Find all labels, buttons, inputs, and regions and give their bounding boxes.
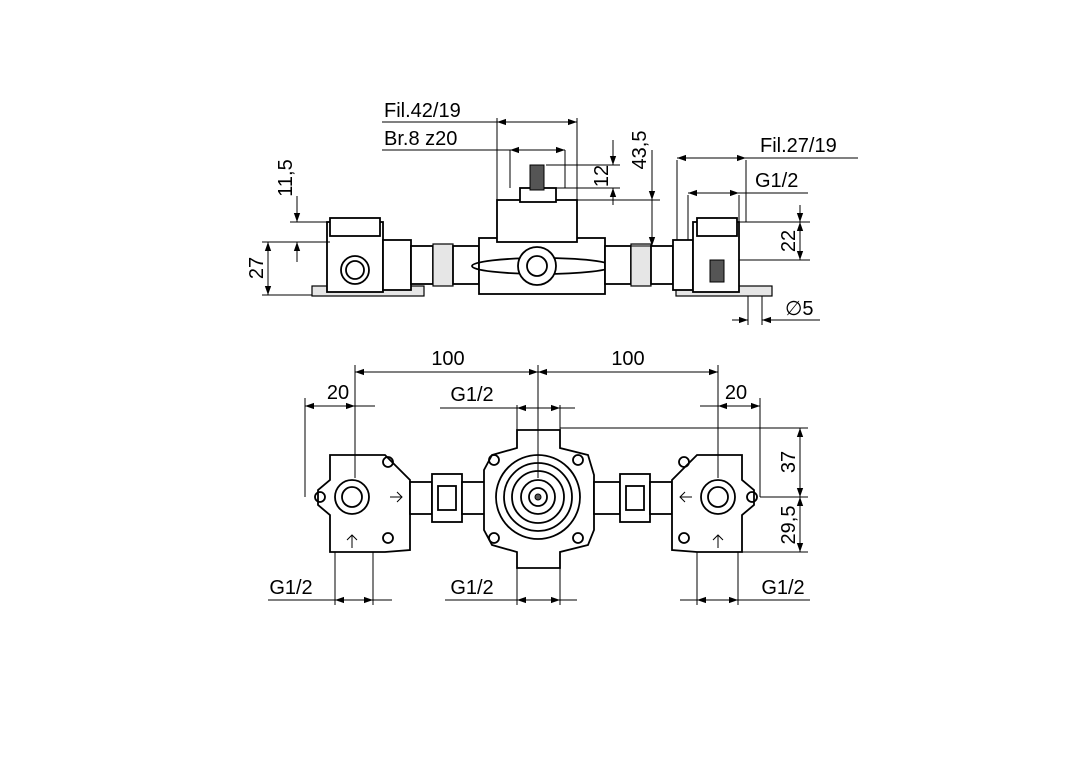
dim-diameter-5: ∅5 xyxy=(785,298,814,320)
center-screw-tr xyxy=(572,454,584,466)
center-screw-tl xyxy=(488,454,500,466)
top-left-pipe-a xyxy=(409,481,433,515)
right-thread-label: Fil.27/19 xyxy=(760,135,837,157)
center-ring-5 xyxy=(528,487,548,507)
g-top-label: G1/2 xyxy=(450,384,493,406)
center-screw-bl xyxy=(488,532,500,544)
top-left-fitting-inner xyxy=(437,485,457,511)
top-right-fitting-inner xyxy=(625,485,645,511)
right-screw-top xyxy=(678,456,690,468)
right-nut xyxy=(672,239,694,291)
left-flow-arrow-right xyxy=(390,491,403,503)
left-outlet-inner xyxy=(345,260,365,280)
g-bottom-left: G1/2 xyxy=(269,577,312,599)
g-bottom-center: G1/2 xyxy=(450,577,493,599)
left-port-inner xyxy=(341,486,363,508)
dim-20-right: 20 xyxy=(725,382,747,404)
center-dot xyxy=(534,493,542,501)
dim-37: 37 xyxy=(778,451,800,473)
right-pipe-b xyxy=(650,245,674,285)
dim-12: 12 xyxy=(591,165,613,187)
left-manifold xyxy=(317,454,411,553)
dim-100-left: 100 xyxy=(431,348,464,370)
dim-22: 22 xyxy=(778,230,800,252)
dim-20-left: 20 xyxy=(327,382,349,404)
right-screw-bottom xyxy=(678,532,690,544)
right-flow-arrow-up xyxy=(712,534,724,548)
right-flow-arrow-left xyxy=(679,491,692,503)
left-ring xyxy=(432,243,454,287)
g-bottom-right: G1/2 xyxy=(761,577,804,599)
left-flow-arrow-up xyxy=(346,534,358,548)
top-view: 100 100 20 20 G1/2 37 29,5 G1/2 G1/2 G1/… xyxy=(268,348,810,605)
left-port-outer xyxy=(334,479,370,515)
center-screw-br xyxy=(572,532,584,544)
dim-11-5: 11,5 xyxy=(275,159,297,196)
right-ring xyxy=(630,243,652,287)
left-pipe-a xyxy=(410,245,434,285)
top-right-pipe-b xyxy=(649,481,673,515)
left-outlet-circle xyxy=(340,255,370,285)
dim-29-5: 29,5 xyxy=(778,506,800,545)
dim-100-right: 100 xyxy=(611,348,644,370)
right-screw-side xyxy=(746,491,758,503)
spline-label: Br.8 z20 xyxy=(384,128,457,150)
center-outlet-inner xyxy=(526,255,548,277)
left-screw-side xyxy=(314,491,326,503)
left-screw-bottom xyxy=(382,532,394,544)
right-port-outer xyxy=(700,479,736,515)
right-block-top xyxy=(696,217,738,237)
side-view: Fil.42/19 Br.8 z20 12 43,5 11,5 27 Fil.2… xyxy=(246,100,858,325)
top-right-pipe-a xyxy=(593,481,621,515)
center-cap xyxy=(496,199,578,243)
center-ring-4 xyxy=(520,479,556,515)
left-screw-top xyxy=(382,456,394,468)
right-g-label: G1/2 xyxy=(755,170,798,192)
thread-label: Fil.42/19 xyxy=(384,100,461,122)
left-block-top xyxy=(329,217,381,237)
center-outlet xyxy=(517,246,557,286)
left-pipe-b xyxy=(452,245,480,285)
right-spindle xyxy=(709,259,725,283)
right-port-inner xyxy=(707,486,729,508)
dim-27: 27 xyxy=(246,257,268,279)
right-pipe-a xyxy=(604,245,632,285)
left-nut xyxy=(382,239,412,291)
spindle xyxy=(529,164,545,191)
right-manifold xyxy=(671,454,755,553)
dim-43-5: 43,5 xyxy=(629,131,651,170)
